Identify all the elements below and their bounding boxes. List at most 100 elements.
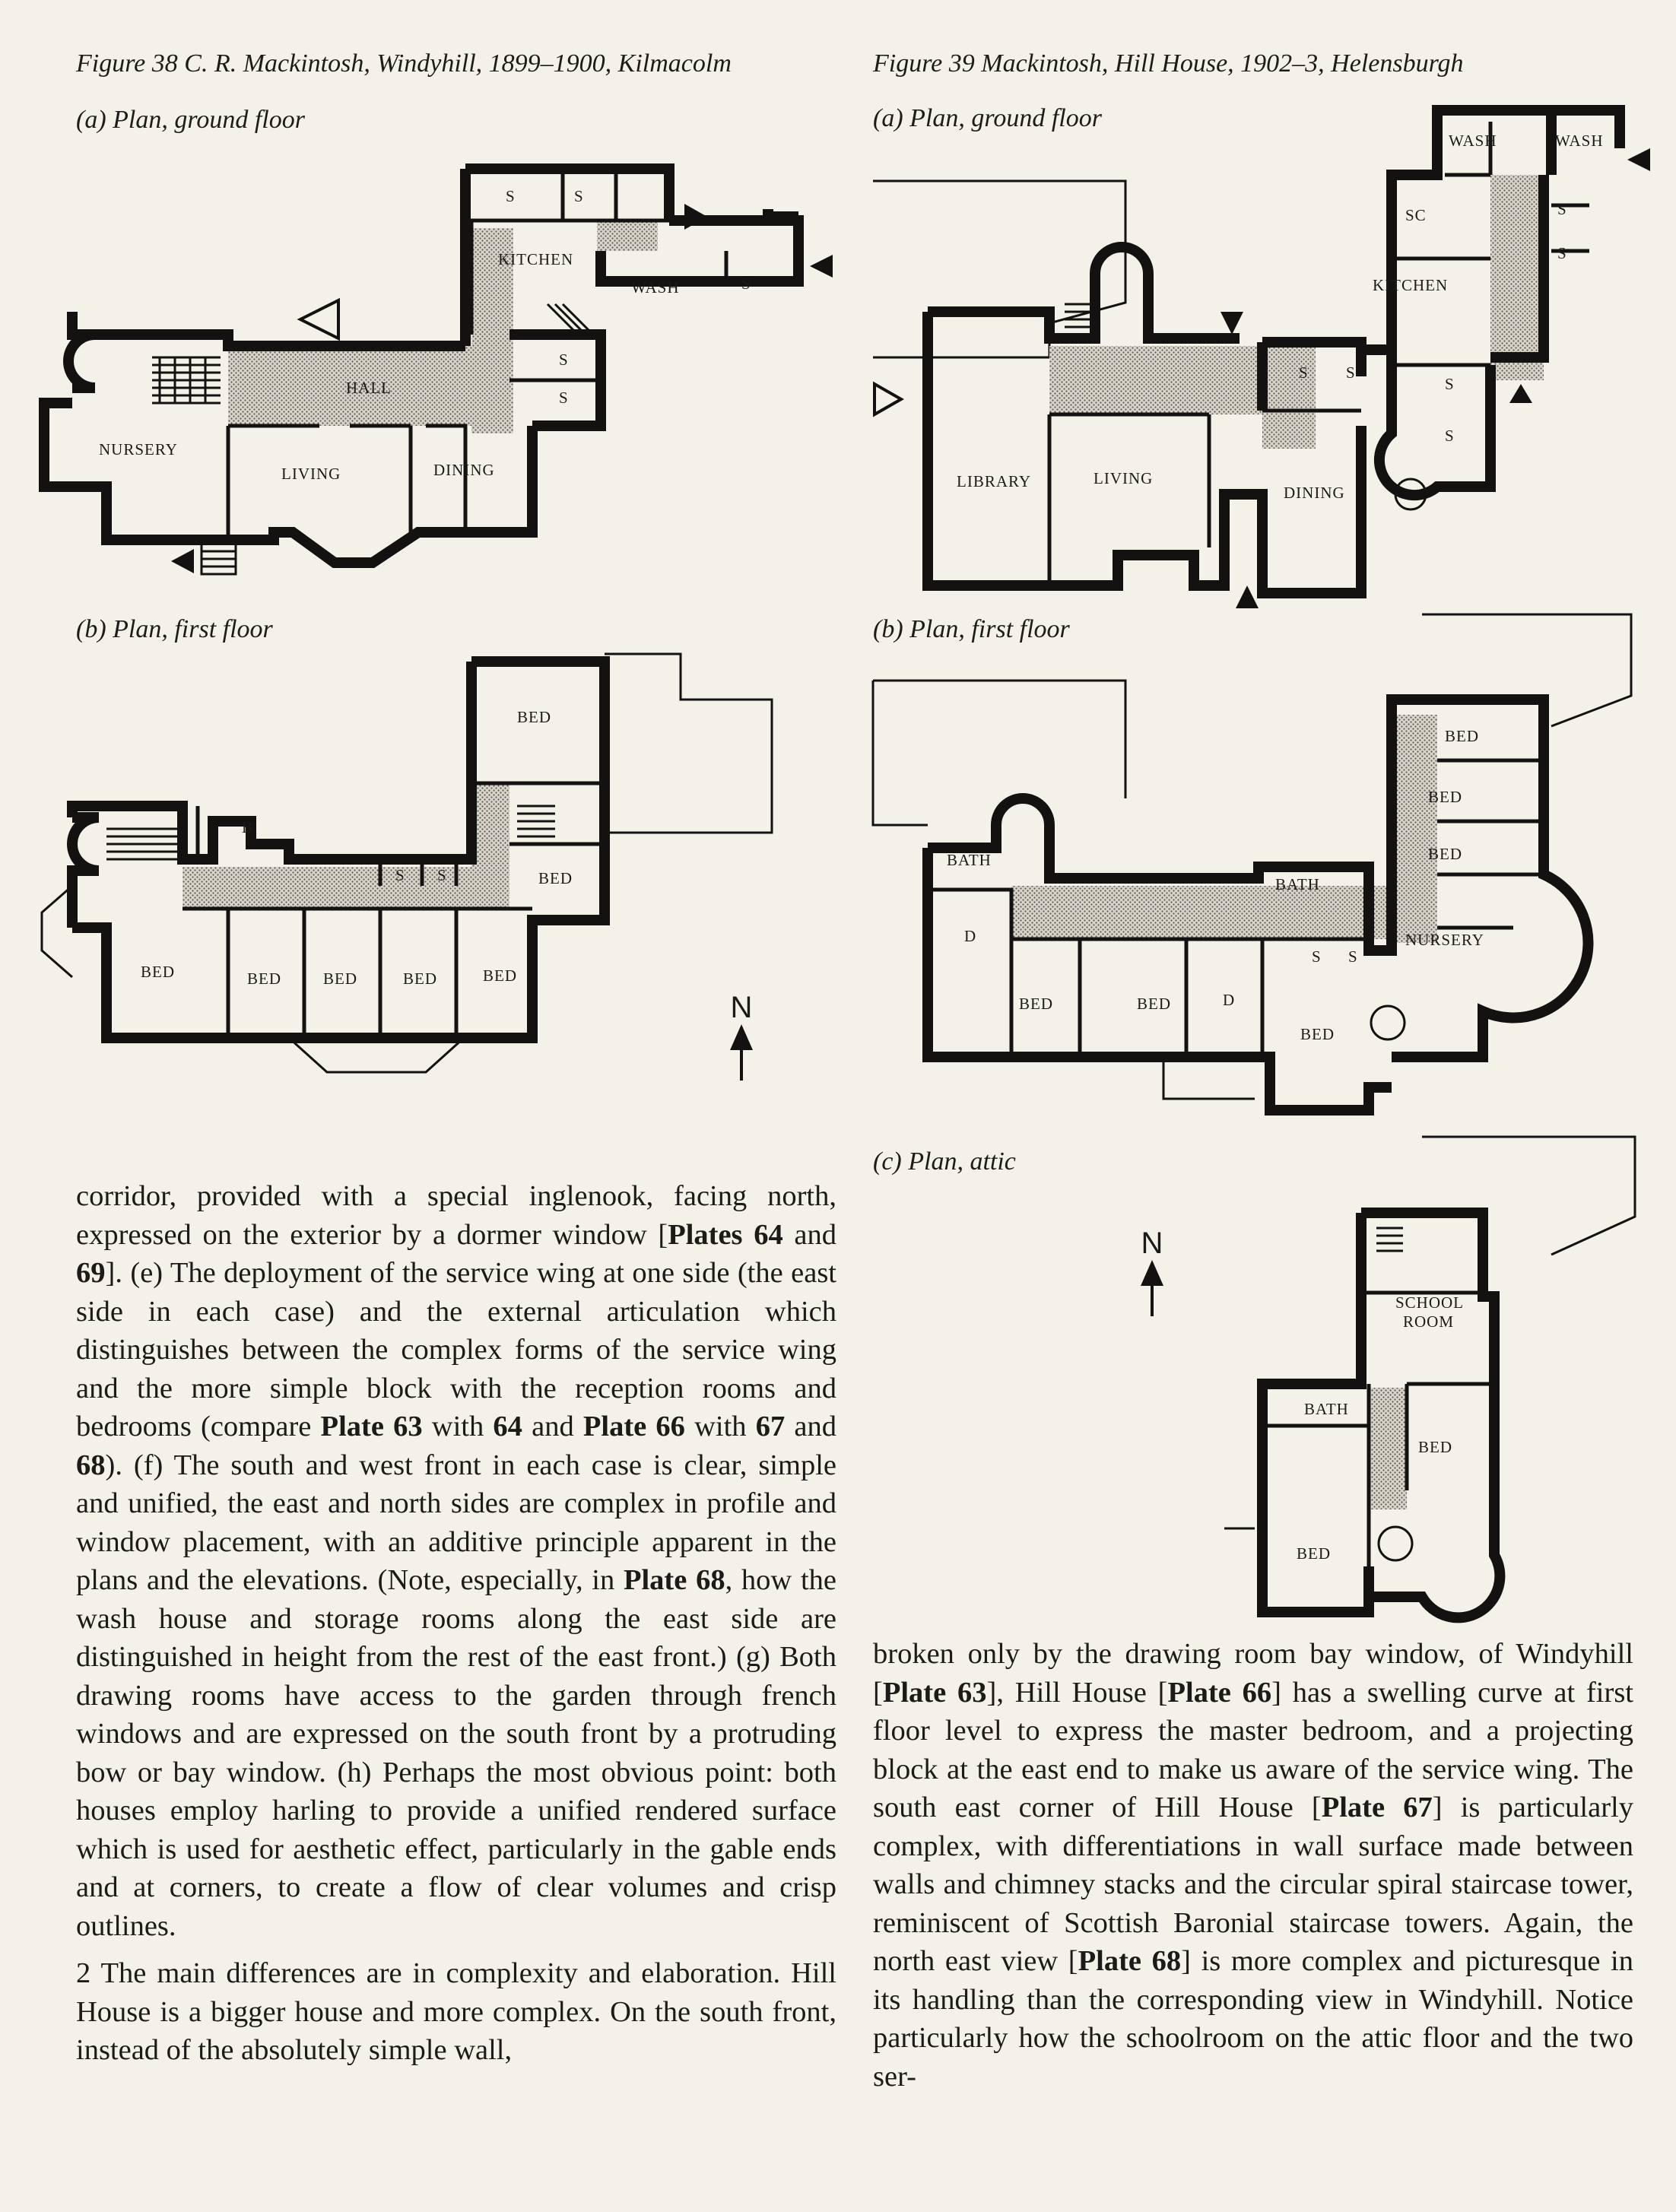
attic-label-school-1: SCHOOL (1395, 1293, 1464, 1312)
text-run: and (522, 1411, 583, 1442)
hh1-label-nursery: NURSERY (1405, 931, 1484, 949)
text-run: and (785, 1411, 837, 1442)
label-s1: S (506, 187, 516, 205)
figure39-first-caption: (b) Plan, first floor (873, 615, 1070, 643)
hh-south-entrance-triangle (1236, 586, 1259, 608)
label-s2: S (574, 187, 584, 205)
hh1-label-s1: S (1312, 947, 1322, 966)
text-run: 2 The main differences are in complexity… (76, 1957, 836, 2066)
hh-label-dining: DINING (1284, 484, 1345, 502)
hh-service-partitions (1392, 173, 1589, 367)
hh-hall-hatch (1049, 346, 1278, 414)
figure39-ground-caption: (a) Plan, ground floor (873, 104, 1102, 132)
attic-outer-west (1257, 1208, 1500, 1617)
hh1-garden-west (871, 679, 1127, 827)
dining-north-partition (426, 424, 468, 532)
hh-wash-partitions (1435, 122, 1493, 175)
hh-south-wall (922, 312, 1367, 598)
plate-reference: 67 (755, 1411, 786, 1442)
hillhouse-first-floor-plan: BED BED BED BATH BATH S S NURSERY D BED … (871, 613, 1633, 1116)
text-run: corridor, provided with a special inglen… (76, 1180, 836, 1251)
hh-label-living: LIVING (1094, 469, 1153, 487)
text-run: and (782, 1218, 837, 1251)
figure38-title: Figure 38 C. R. Mackintosh, Windyhill, 1… (76, 49, 732, 78)
figure39-title: Figure 39 Mackintosh, Hill House, 1902–3… (873, 49, 1464, 78)
hh1-label-bed6: BED (1300, 1025, 1335, 1043)
first-east-stair (517, 805, 555, 838)
attic-garden-outline (1224, 1135, 1636, 1530)
hh-ground-partitions (1047, 408, 1361, 586)
label-nursery: NURSERY (99, 440, 178, 459)
hh1-spiral-stair (1370, 1004, 1406, 1041)
hh-label-s6: S (1445, 427, 1455, 445)
south-bay-outline (287, 1036, 465, 1074)
first-west-stair (106, 827, 179, 861)
plate-reference: Plate 67 (1321, 1791, 1433, 1823)
figure38-first-caption: (b) Plan, first floor (76, 615, 273, 643)
plate-reference: 64 (493, 1411, 522, 1442)
service-stair (546, 303, 595, 336)
north-label: N (730, 991, 753, 1024)
hh1-label-bed1: BED (1445, 727, 1479, 745)
label-hall: HALL (346, 379, 392, 397)
label-s3: S (741, 275, 751, 293)
hillhouse-ground-floor-plan: WASH WASH SC S S KITCHEN S S S S LIBRARY… (873, 105, 1650, 608)
plate-reference: Plate 68 (623, 1564, 725, 1596)
label-first-s1: S (395, 866, 405, 884)
hh1-bed-partitions (1437, 758, 1544, 930)
plate-reference: Plate 63 (882, 1676, 987, 1709)
plate-reference: Plate 68 (1078, 1945, 1182, 1977)
hh-label-s2: S (1557, 244, 1567, 262)
wash-entrance-triangle (810, 255, 833, 278)
attic-outer-east (1369, 1445, 1506, 1623)
left-paragraph-1: corridor, provided with a special inglen… (76, 1177, 836, 1945)
bedroom-partitions (226, 909, 459, 1038)
plate-reference: Plate 66 (1167, 1676, 1272, 1709)
hh1-label-d2: D (1223, 991, 1235, 1009)
hh1-room-partitions (928, 887, 1369, 1057)
label-kitchen: KITCHEN (498, 250, 573, 268)
right-column-text: broken only by the drawing room bay wind… (873, 1635, 1633, 2096)
wash-yard-wall (763, 209, 798, 222)
figure38-ground-caption: (a) Plan, ground floor (76, 106, 305, 134)
plate-reference: Plates 64 (668, 1218, 783, 1251)
hh-wash-entrance-triangle (1627, 148, 1650, 171)
hh1-garden-east (1162, 613, 1633, 1100)
kitchen-entrance-triangle (684, 204, 707, 230)
hh1-north-wall (928, 793, 1374, 893)
text-run: , how the wash house and storage rooms a… (76, 1564, 836, 1942)
hh1-label-bath2: BATH (1275, 875, 1320, 893)
label-bed2: BED (247, 970, 281, 988)
text-run: with (684, 1411, 756, 1442)
label-bed-ne: BED (517, 708, 551, 726)
label-bed1: BED (141, 963, 175, 981)
hh-north-entrance-triangle (1220, 312, 1243, 335)
hh-service-east (1490, 105, 1620, 363)
north-label: N (1141, 1227, 1163, 1260)
label-s5: S (559, 389, 569, 407)
label-s4: S (559, 351, 569, 369)
text-run: ] has a swelling curve at first floor le… (873, 1676, 1634, 1824)
attic-partitions (1262, 1290, 1494, 1566)
west-stair (152, 356, 221, 405)
hillhouse-attic-plan: SCHOOL ROOM BATH BED BED (1224, 1135, 1636, 1623)
text-run: ] is more complex and picturesque in its… (873, 1945, 1634, 2093)
north-arrow-fig39: N (1133, 1228, 1171, 1316)
figure39-attic-caption: (c) Plan, attic (873, 1147, 1016, 1176)
north-arrow-fig38: N (722, 992, 760, 1081)
first-north-wall (67, 662, 477, 865)
hh-east-entrance-triangle (1509, 384, 1532, 403)
label-wash: WASH (631, 278, 680, 297)
hall-hatch (228, 346, 502, 426)
hh1-corridor-hatch (1011, 886, 1392, 939)
hh1-label-bed5: BED (1137, 995, 1171, 1013)
hh-passage-hatch (1262, 342, 1316, 449)
south-entrance-triangle (171, 549, 194, 573)
plate-reference: Plate 63 (320, 1411, 423, 1442)
hh1-label-bed2: BED (1428, 788, 1462, 806)
attic-spiral-stair (1377, 1525, 1414, 1562)
west-stair-apse (63, 329, 96, 393)
hh-north-wall (928, 242, 1240, 344)
hh-label-s4: S (1346, 363, 1356, 382)
hh1-label-bath1: BATH (947, 851, 992, 869)
